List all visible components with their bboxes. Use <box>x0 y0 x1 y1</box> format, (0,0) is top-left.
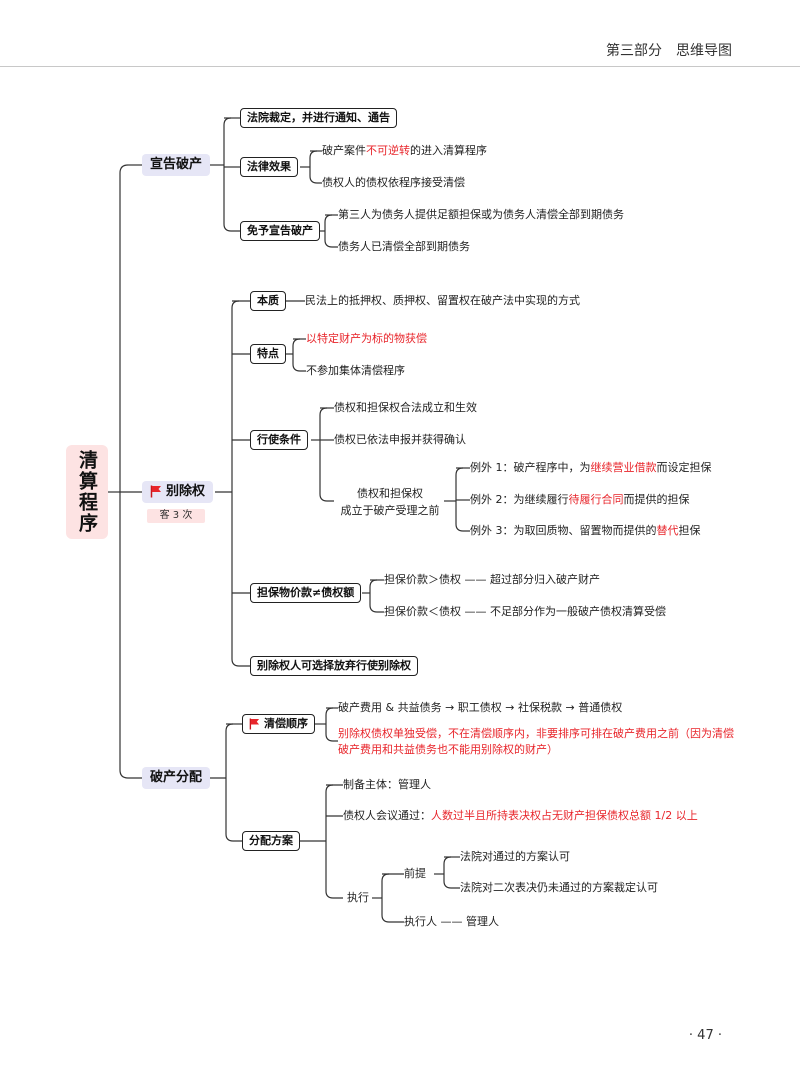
root-node: 清算程序 <box>66 445 108 539</box>
page-number: · 47 · <box>688 1028 722 1043</box>
leaf-exception-2: 例外 2：为继续履行待履行合同而提供的担保 <box>470 493 690 506</box>
leaf-executor: 执行人 —— 管理人 <box>404 915 499 928</box>
branch-declare-bankruptcy: 宣告破产 <box>142 154 211 176</box>
node-waive-right: 别除权人可选择放弃行使别除权 <box>250 656 418 676</box>
leaf-established-before: 债权和担保权成立于破产受理之前 <box>340 487 440 517</box>
leaf-priority-chain: 破产费用 & 共益债务 → 职工债权 → 社保税款 → 普通债权 <box>338 701 623 714</box>
leaf-separate-note: 别除权债权单独受偿，不在清偿顺序内，非要排序可排在破产费用之前（因为清偿破产费用… <box>338 727 734 756</box>
node-essence: 本质 <box>250 291 286 311</box>
node-court-ruling: 法院裁定，并进行通知、通告 <box>240 108 397 128</box>
leaf-court-rules: 法院对二次表决仍未通过的方案裁定认可 <box>460 881 658 894</box>
connector-trunk <box>119 164 142 779</box>
node-distribution-plan: 分配方案 <box>242 831 300 851</box>
leaf-collateral-insufficient: 担保价款＜债权 —— 不足部分作为一般破产债权清算受偿 <box>384 605 666 618</box>
node-repayment-order: 清偿顺序 <box>242 714 315 734</box>
leaf-creditor-approval: 债权人会议通过：人数过半且所持表决权占无财产担保债权总额 1/2 以上 <box>343 809 698 822</box>
leaf-debts-cleared: 债务人已清偿全部到期债务 <box>338 240 470 253</box>
node-collateral-vs-claim: 担保物价款≠债权额 <box>250 583 362 603</box>
leaf-no-collective: 不参加集体清偿程序 <box>306 364 405 377</box>
leaf-lawfully-established: 债权和担保权合法成立和生效 <box>334 401 477 414</box>
leaf-irreversible: 破产案件不可逆转的进入清算程序 <box>322 144 487 157</box>
leaf-third-party-guarantee: 第三人为债务人提供足额担保或为债务人清偿全部到期债务 <box>338 208 624 221</box>
branch-separate-right: 别除权 <box>142 481 214 503</box>
node-features: 特点 <box>250 344 286 364</box>
node-legal-effect: 法律效果 <box>240 157 298 177</box>
node-exercise-conditions: 行使条件 <box>250 430 308 450</box>
header-divider <box>0 66 800 67</box>
leaf-creditor-repayment: 债权人的债权依程序接受清偿 <box>322 176 465 189</box>
red-flag-icon <box>150 485 161 498</box>
leaf-precondition: 前提 <box>404 867 426 880</box>
connector-b2-children <box>231 300 250 667</box>
leaf-claim-confirmed: 债权已依法申报并获得确认 <box>334 433 466 446</box>
node-exempt-declaration: 免予宣告破产 <box>240 221 320 241</box>
branch-separate-right-label: 别除权 <box>166 484 206 499</box>
leaf-collateral-exceeds: 担保价款＞债权 —— 超过部分归入破产财产 <box>384 573 600 586</box>
leaf-specific-property: 以特定财产为标的物获偿 <box>306 332 427 345</box>
leaf-execution: 执行 <box>347 891 369 904</box>
red-flag-icon <box>249 718 260 730</box>
leaf-essence-desc: 民法上的抵押权、质押权、留置权在破产法中实现的方式 <box>305 294 580 307</box>
exam-frequency-badge: 客 3 次 <box>147 509 205 523</box>
leaf-court-approves: 法院对通过的方案认可 <box>460 850 570 863</box>
branch-bankruptcy-distribution: 破产分配 <box>142 767 211 789</box>
leaf-exception-1: 例外 1：破产程序中，为继续营业借款而设定担保 <box>470 461 712 474</box>
node-repayment-order-label: 清偿顺序 <box>264 717 308 730</box>
page-header: 第三部分 思维导图 <box>606 43 732 59</box>
leaf-preparer: 制备主体：管理人 <box>343 778 431 791</box>
connector-b1-children <box>223 117 240 232</box>
leaf-exception-3: 例外 3：为取回质物、留置物而提供的替代担保 <box>470 524 701 537</box>
connector-b3-children <box>225 723 242 842</box>
